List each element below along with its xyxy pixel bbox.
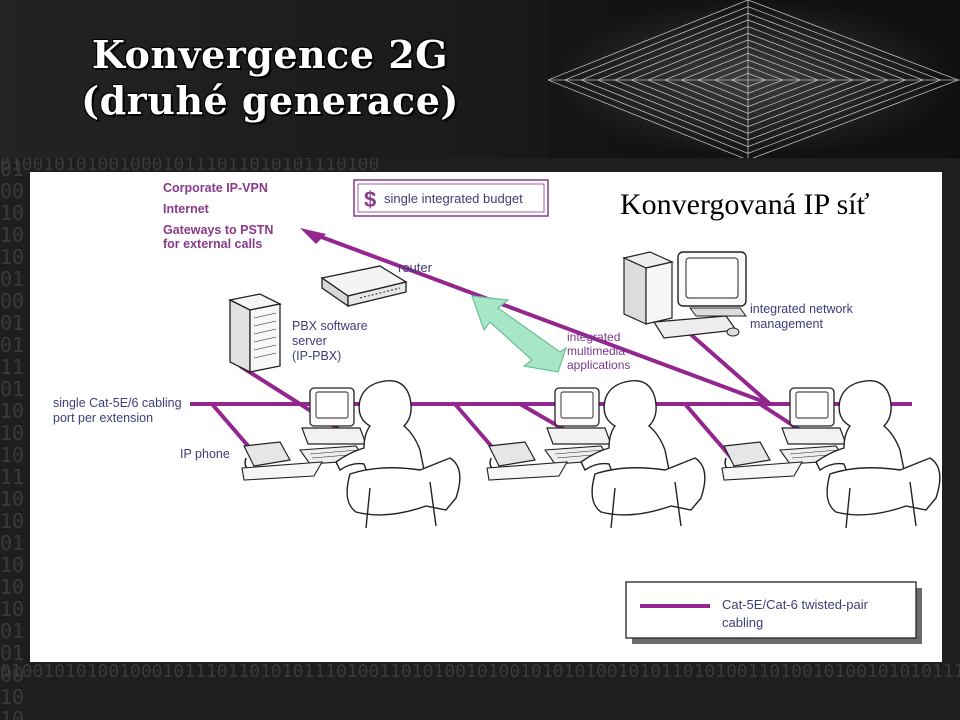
binary-decoration-left: 0100101010010001011101101010111010011010…	[0, 158, 25, 720]
external-arrowhead	[300, 228, 326, 244]
binary-decoration-top: 0100101010010001011101101010111010011010…	[0, 158, 380, 172]
diagonal-cable-main	[307, 230, 771, 406]
external-service-3: Gateways to PSTN	[163, 223, 273, 237]
slide-title: Konvergence 2G (druhé generace)	[0, 32, 540, 124]
dollar-icon: $	[364, 187, 376, 212]
pbx-label: PBX software server (IP-PBX)	[292, 319, 368, 363]
multimedia-label-line-3: applications	[567, 358, 630, 372]
management-workstation-icon	[622, 251, 747, 339]
slide-header: Konvergence 2G (druhé generace)	[0, 0, 960, 158]
external-service-1: Corporate IP-VPN	[163, 181, 268, 195]
decorative-star-graphic	[548, 0, 960, 158]
pbx-server-icon	[228, 293, 282, 374]
binary-decoration-bottom: 0100101010010001011101101010111010011010…	[0, 662, 960, 682]
management-label-line-2: management	[750, 317, 823, 331]
external-service-4: for external calls	[163, 237, 262, 251]
diagram-subtitle: Konvergovaná IP síť	[620, 188, 870, 221]
budget-label: single integrated budget	[384, 191, 523, 206]
management-label-line-1: integrated network	[750, 302, 854, 316]
legend-label-line-2: cabling	[722, 615, 763, 630]
external-service-2: Internet	[163, 202, 210, 216]
router-icon	[320, 265, 408, 308]
budget-box: $ single integrated budget	[353, 179, 549, 217]
title-line-2: (druhé generace)	[81, 78, 459, 123]
pbx-label-line-2: server	[292, 334, 327, 348]
management-label: integrated network management	[750, 302, 854, 331]
legend-box: Cat-5E/Cat-6 twisted-pair cabling	[625, 581, 922, 644]
cabling-label: single Cat-5E/6 cabling port per extensi…	[53, 396, 182, 425]
router-label: router	[398, 260, 433, 275]
ip-phone-label: IP phone	[180, 447, 230, 461]
multimedia-label: integrated multimedia applications	[567, 330, 630, 372]
pbx-label-line-3: (IP-PBX)	[292, 349, 341, 363]
external-services-label: Corporate IP-VPN Internet Gateways to PS…	[163, 181, 273, 251]
multimedia-label-line-1: integrated	[567, 330, 620, 344]
multimedia-label-line-2: multimedia	[567, 344, 625, 358]
title-line-1: Konvergence 2G	[91, 32, 449, 77]
pbx-label-line-1: PBX software	[292, 319, 368, 333]
cabling-label-line-1: single Cat-5E/6 cabling	[53, 396, 182, 410]
legend-label-line-1: Cat-5E/Cat-6 twisted-pair	[722, 597, 869, 612]
multimedia-arrow-icon	[471, 295, 568, 373]
mgmt-cable	[686, 330, 772, 406]
cabling-label-line-2: port per extension	[53, 411, 153, 425]
